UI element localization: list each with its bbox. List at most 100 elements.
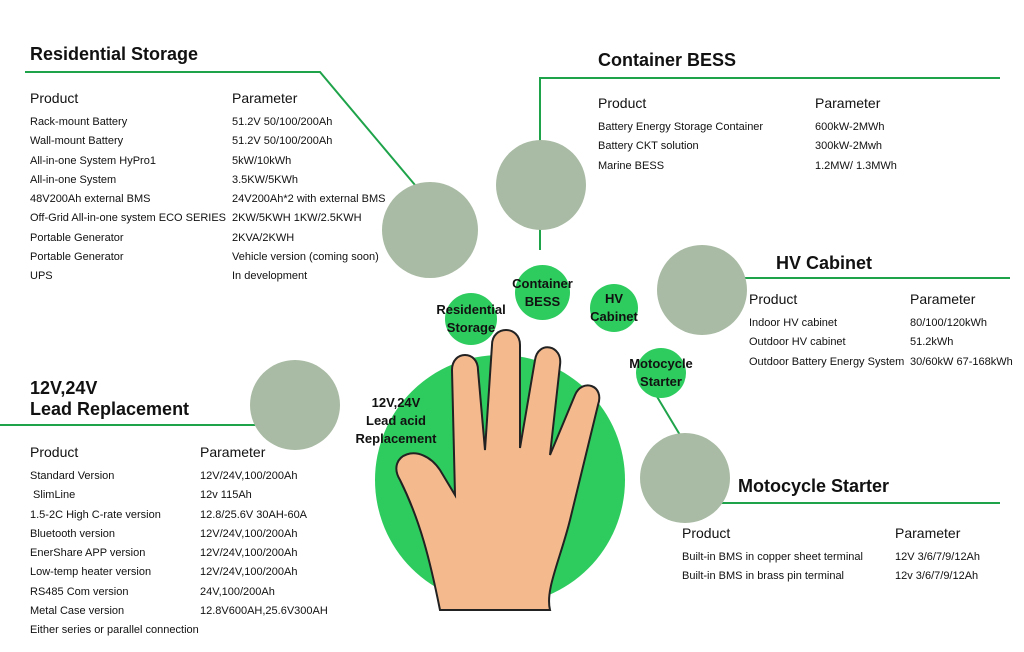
parameter-header: Parameter [815, 95, 881, 111]
product-cell: Battery CKT solution [598, 140, 699, 153]
product-cell: UPS [30, 270, 53, 283]
moto-product-image [640, 433, 730, 523]
product-cell: Portable Generator [30, 251, 124, 264]
lead-title-1: 12V,24V [30, 378, 98, 398]
table-row: Built-in BMS in brass pin terminal 12v 3/… [682, 570, 980, 589]
bubble-moto[interactable]: Motocycle Starter [629, 348, 693, 398]
moto-title: Motocycle Starter [738, 476, 890, 496]
table-row: RS485 Com version 24V,100/200Ah [30, 586, 328, 605]
table-header: Product Parameter [30, 444, 328, 460]
parameter-cell: In development [232, 270, 308, 283]
container-title: Container BESS [598, 50, 737, 70]
product-cell: 1.5-2C High C-rate version [30, 508, 161, 521]
parameter-cell: 12v 115Ah [200, 489, 252, 502]
product-cell: Rack-mount Battery [30, 116, 128, 128]
parameter-cell: 24V200Ah*2 with external BMS [232, 193, 386, 206]
bubble-container[interactable]: Container BESS [512, 265, 573, 320]
table-row: Wall-mount Battery 51.2V 50/100/200Ah [30, 135, 385, 154]
product-header: Product [598, 95, 647, 111]
parameter-header: Parameter [200, 444, 266, 460]
product-cell: SlimLine [30, 489, 76, 502]
product-cell: Bluetooth version [30, 527, 115, 540]
product-cell: All-in-one System HyPro1 [30, 154, 156, 167]
lead-product-image [250, 360, 340, 450]
parameter-cell: 1.2MW/ 1.3MWh [815, 159, 897, 172]
product-header: Product [749, 291, 798, 307]
parameter-cell: 30/60kW 67-168kWh [910, 355, 1013, 368]
product-cell: Outdoor HV cabinet [749, 336, 846, 349]
product-cell: Standard Version [30, 470, 115, 482]
parameter-cell: 12.8/25.6V 30AH-60A [200, 508, 308, 521]
table-row: All-in-one System 3.5KW/5KWh [30, 174, 385, 193]
parameter-cell: 300kW-2Mwh [815, 140, 883, 153]
residential-product-image [382, 182, 478, 278]
product-cell: Off-Grid All-in-one system ECO SERIES [30, 212, 227, 225]
product-cell: 48V200Ah external BMS [30, 193, 151, 206]
product-cell: Outdoor Battery Energy System [749, 355, 905, 368]
product-cell: EnerShare APP version [30, 547, 146, 560]
residential-title: Residential Storage [30, 44, 199, 64]
parameter-cell: 12V/24V,100/200Ah [200, 547, 298, 560]
product-cell: Built-in BMS in brass pin terminal [682, 570, 845, 583]
product-cell: Wall-mount Battery [30, 135, 124, 148]
table-row: EnerShare APP version 12V/24V,100/200Ah [30, 547, 328, 566]
parameter-cell: 12v 3/6/7/9/12Ah [895, 570, 979, 583]
hand-illustration [395, 329, 601, 611]
parameter-cell: Vehicle version (coming soon) [232, 251, 379, 264]
bubble-lead[interactable]: 12V,24V Lead acid Replacement [355, 395, 437, 446]
parameter-cell: 600kW-2MWh [815, 121, 885, 133]
table-row: SlimLine 12v 115Ah [30, 489, 328, 508]
table-row: Portable Generator Vehicle version (comin… [30, 251, 385, 270]
product-header: Product [30, 444, 79, 460]
note: Either series or parallel connection [30, 624, 199, 637]
product-cell: RS485 Com version [30, 585, 129, 598]
hv-product-image [657, 245, 747, 335]
container-product-image [496, 140, 586, 230]
parameter-cell: 51.2V 50/100/200Ah [232, 116, 333, 128]
parameter-cell: 12.8V600AH,25.6V300AH [200, 605, 328, 618]
table-header: Product Parameter [598, 95, 897, 111]
table-row: Standard Version 12V/24V,100/200Ah [30, 470, 328, 489]
product-cell: All-in-one System [30, 173, 117, 186]
table-row: Battery CKT solution 300kW-2Mwh [598, 140, 897, 159]
table-row: All-in-one System HyPro1 5kW/10kWh [30, 155, 385, 174]
parameter-header: Parameter [910, 291, 976, 307]
parameter-header: Parameter [895, 525, 961, 541]
parameter-cell: 24V,100/200Ah [200, 585, 275, 598]
table-row: UPS In development [30, 270, 385, 289]
table-row: 48V200Ah external BMS 24V200Ah*2 with ext… [30, 193, 385, 212]
parameter-cell: 12V/24V,100/200Ah [200, 527, 298, 540]
table-row: Rack-mount Battery 51.2V 50/100/200Ah [30, 116, 385, 135]
table-row: Outdoor HV cabinet 51.2kWh [749, 336, 1013, 355]
parameter-cell: 5kW/10kWh [232, 154, 292, 167]
bubble-residential[interactable]: Residential Storage [436, 293, 506, 345]
table-row: Outdoor Battery Energy System 30/60kW 67-… [749, 356, 1013, 375]
parameter-cell: 2KVA/2KWH [232, 231, 295, 244]
parameter-cell: 51.2kWh [910, 336, 954, 349]
table-row: 1.5-2C High C-rate version 12.8/25.6V 30A… [30, 509, 328, 528]
parameter-cell: 12V 3/6/7/9/12Ah [895, 551, 981, 563]
product-cell: Low-temp heater version [30, 566, 152, 579]
parameter-cell: 51.2V 50/100/200Ah [232, 135, 333, 148]
parameter-cell: 12V/24V,100/200Ah [200, 470, 298, 482]
bubble-hv[interactable]: HV Cabinet [590, 284, 638, 332]
parameter-header: Parameter [232, 90, 298, 106]
table-row: Bluetooth version 12V/24V,100/200Ah [30, 528, 328, 547]
lead-title-2: Lead Replacement [30, 399, 190, 419]
parameter-cell: 3.5KW/5KWh [232, 173, 299, 186]
product-cell: Indoor HV cabinet [749, 317, 838, 329]
